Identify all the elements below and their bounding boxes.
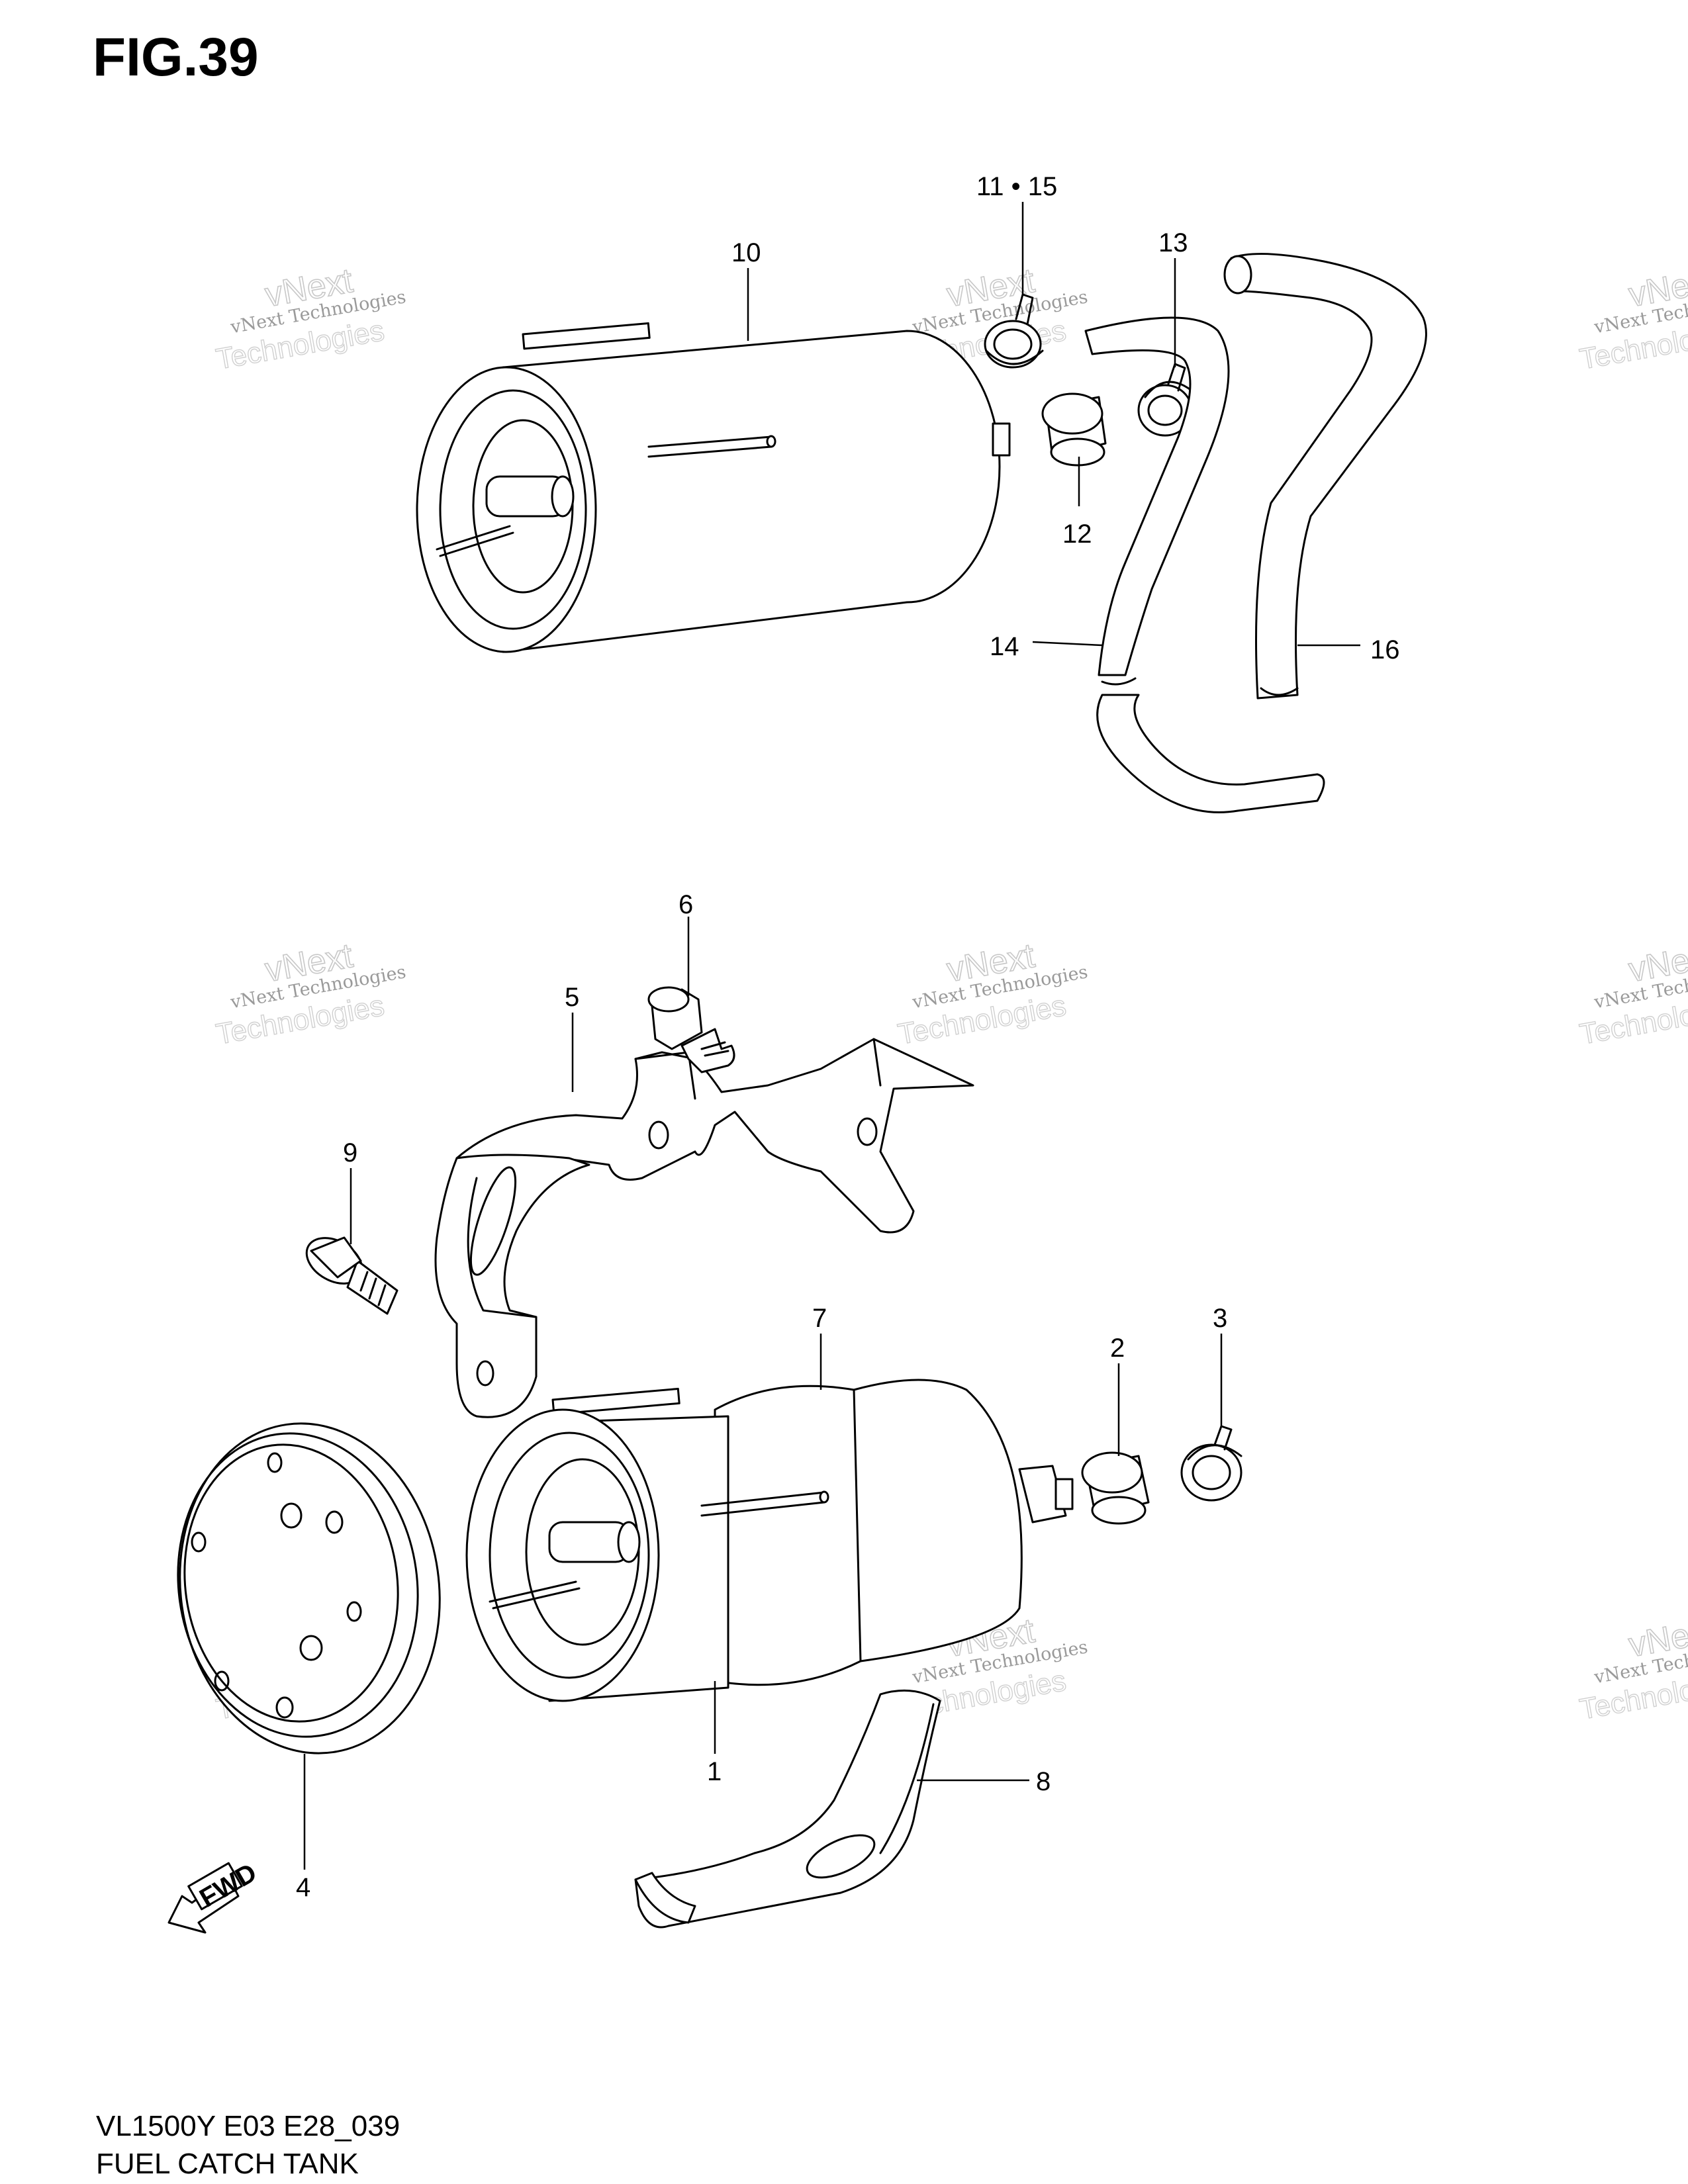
part-3-clip xyxy=(1180,1425,1243,1502)
part-2-hose-joint xyxy=(1081,1451,1150,1525)
watermark: vNext vNext Technologies Technologies xyxy=(213,936,408,1051)
callout-11-15: 11 • 15 xyxy=(976,172,1057,201)
callout-labels: 10 11 • 15 12 13 14 16 6 5 9 7 2 3 1 8 4 xyxy=(296,172,1400,1902)
figure-name: FUEL CATCH TANK xyxy=(96,2148,359,2180)
watermark: vNext vNext Technologies Technologies xyxy=(1577,936,1688,1051)
part-4-cap xyxy=(177,1422,441,1754)
part-12-hose-joint xyxy=(1041,392,1107,467)
part-1-catch-tank xyxy=(465,1379,1074,1702)
watermark: vNext vNext Technologies Technologies xyxy=(213,261,408,376)
callout-14: 14 xyxy=(990,632,1019,661)
part-16-hose xyxy=(1223,253,1427,700)
callout-16: 16 xyxy=(1370,635,1400,664)
callout-8: 8 xyxy=(1036,1767,1051,1796)
part-11-hose-clip xyxy=(984,293,1044,369)
callout-5: 5 xyxy=(565,983,579,1012)
callout-10: 10 xyxy=(731,238,761,267)
callout-12: 12 xyxy=(1062,520,1092,549)
callout-6: 6 xyxy=(679,890,693,919)
callout-2: 2 xyxy=(1110,1334,1125,1363)
leader-lines xyxy=(303,202,1360,1870)
callout-13: 13 xyxy=(1158,228,1188,257)
callout-4: 4 xyxy=(296,1873,310,1902)
part-14-hose xyxy=(1084,316,1325,813)
callout-9: 9 xyxy=(343,1138,357,1167)
fwd-arrow-icon: FWD xyxy=(167,1858,261,1934)
part-10-catch-tank xyxy=(416,322,1011,653)
figure-title: FIG.39 xyxy=(93,27,259,87)
callout-1: 1 xyxy=(707,1757,722,1786)
part-8-strap xyxy=(634,1689,941,1929)
watermark: vNext vNext Technologies Technologies xyxy=(1577,1611,1688,1726)
figure-code: VL1500Y E03 E28_039 xyxy=(96,2110,400,2142)
callout-7: 7 xyxy=(812,1304,827,1333)
part-9-bolt xyxy=(305,1236,399,1315)
watermark: vNext vNext Technologies Technologies xyxy=(895,936,1090,1051)
part-5-bracket xyxy=(434,1038,974,1418)
part-6-bolt xyxy=(647,986,735,1073)
callout-3: 3 xyxy=(1213,1304,1227,1333)
part-7-sleeve xyxy=(714,1385,870,1686)
watermark: vNext vNext Technologies Technologies xyxy=(1577,261,1688,376)
